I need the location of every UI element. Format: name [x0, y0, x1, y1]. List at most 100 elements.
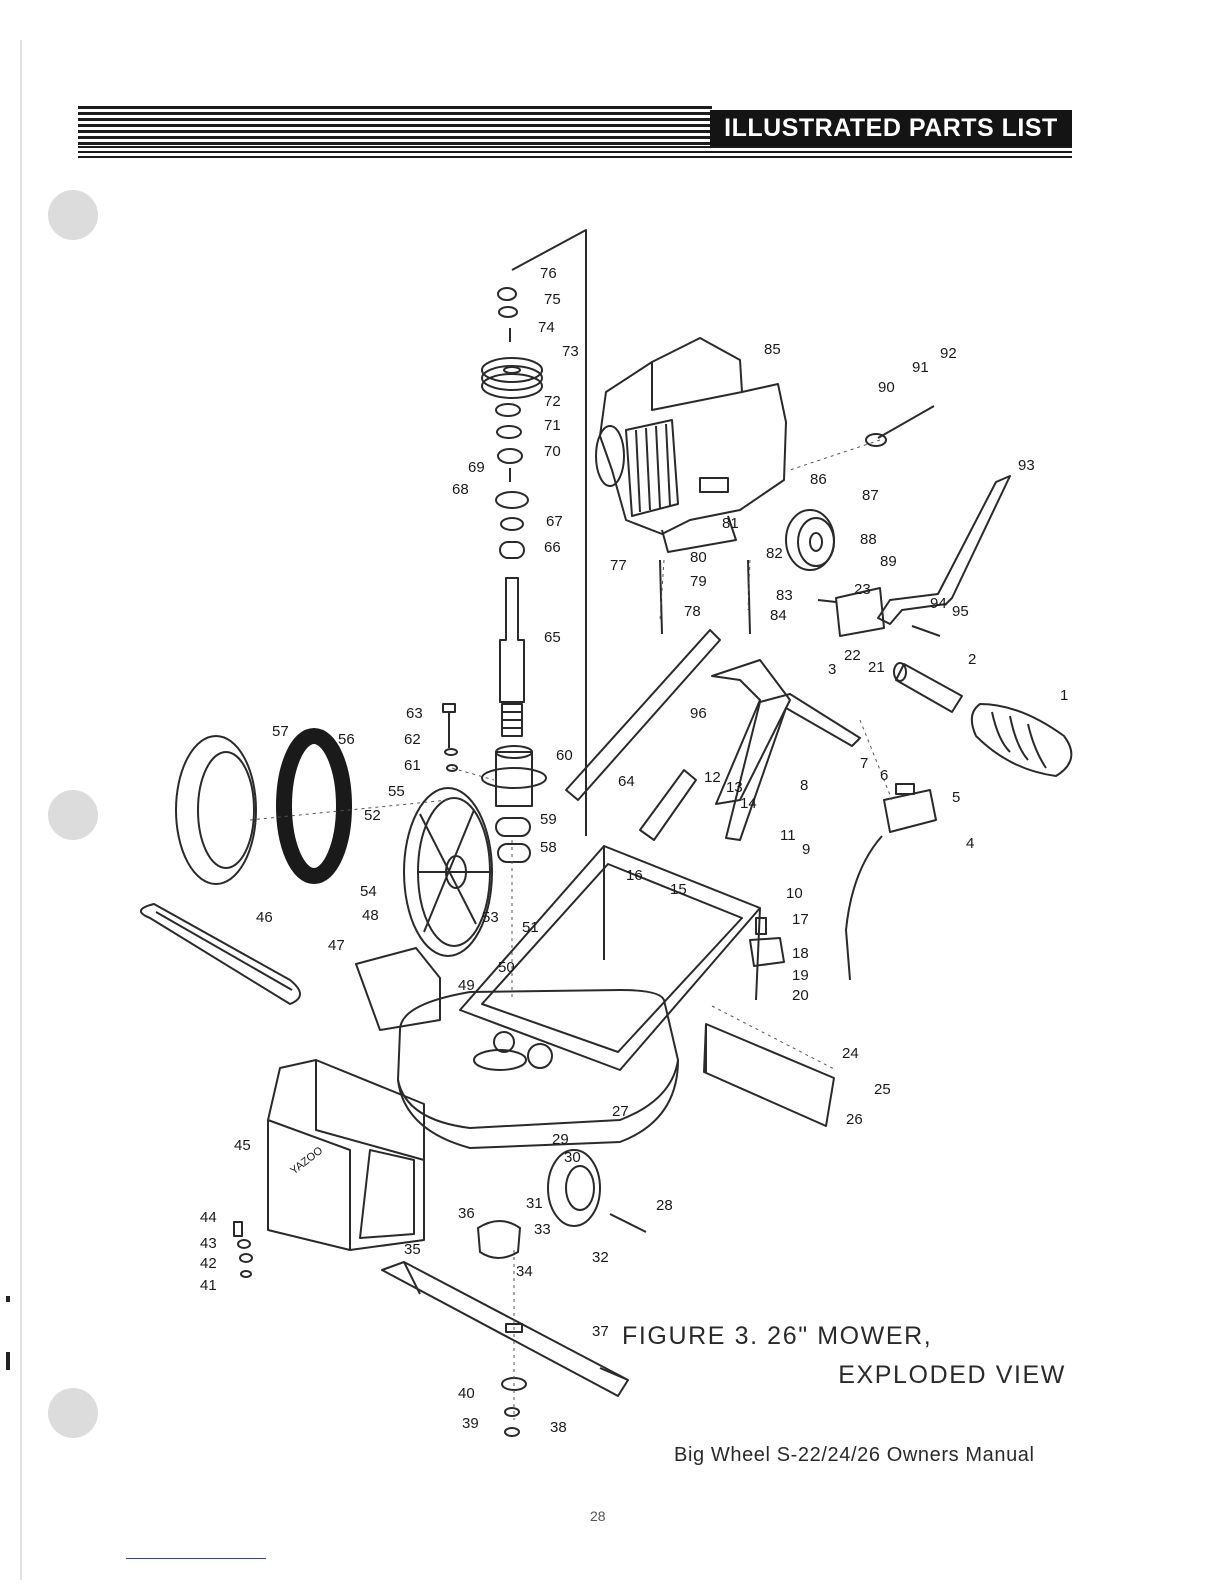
callout-label: 95: [952, 603, 969, 620]
edge-mark: [6, 1296, 10, 1302]
callout-label: 1: [1060, 687, 1068, 704]
callout-label: 45: [234, 1137, 251, 1154]
callout-label: 15: [670, 881, 687, 898]
callout-label: 54: [360, 883, 377, 900]
callout-label: 14: [740, 795, 757, 812]
callout-label: 38: [550, 1419, 567, 1436]
callout-label: 48: [362, 907, 379, 924]
callout-label: 70: [544, 443, 561, 460]
callout-label: 86: [810, 471, 827, 488]
bottom-rule: [126, 1558, 266, 1559]
callout-label: 33: [534, 1221, 551, 1238]
callout-label: 55: [388, 783, 405, 800]
callout-label: 29: [552, 1131, 569, 1148]
callout-label: 10: [786, 885, 803, 902]
callout-label: 71: [544, 417, 561, 434]
callout-label: 19: [792, 967, 809, 984]
callout-label: 31: [526, 1195, 543, 1212]
callout-labels: 1 2 3 4 5 6 7 8 9 10 11 12 13 14 15 16 1…: [200, 265, 1068, 1436]
deck-frame: [459, 845, 761, 1071]
callout-label: 22: [844, 647, 861, 664]
callout-label: 63: [406, 705, 423, 722]
drive-wheel: [403, 787, 493, 957]
callout-label: 47: [328, 937, 345, 954]
manual-title: Big Wheel S-22/24/26 Owners Manual: [674, 1444, 1035, 1466]
callout-label: 2: [968, 651, 976, 668]
page-margin-line: [20, 40, 22, 1580]
callout-label: 57: [272, 723, 289, 740]
callout-label: 23: [854, 581, 871, 598]
drive-belt: [140, 903, 301, 1005]
spindle-shaft: [499, 577, 525, 703]
front-roller: [547, 1149, 601, 1227]
callout-label: 84: [770, 607, 787, 624]
callout-label: 96: [690, 705, 707, 722]
callout-label: 32: [592, 1249, 609, 1266]
callout-label: 73: [562, 343, 579, 360]
handle-tube: [895, 663, 963, 713]
callout-label: 41: [200, 1277, 217, 1294]
handle-arm: [565, 629, 721, 801]
callout-label: 89: [880, 553, 897, 570]
rear-skid-plate: [703, 1023, 835, 1127]
chute-decal-text: YAZOO: [288, 1144, 325, 1177]
callout-label: 80: [690, 549, 707, 566]
callout-label: 52: [364, 807, 381, 824]
shaft-stack-bracket: [511, 229, 587, 836]
callout-label: 11: [780, 827, 796, 844]
punch-hole-middle: [48, 790, 98, 840]
blade-adapter: [477, 1220, 521, 1259]
callout-label: 93: [1018, 457, 1035, 474]
callout-label: 42: [200, 1255, 217, 1272]
pulley-73: [481, 357, 543, 383]
callout-label: 61: [404, 757, 421, 774]
callout-label: 94: [930, 595, 947, 612]
callout-label: 40: [458, 1385, 475, 1402]
callout-label: 58: [540, 839, 557, 856]
callout-label: 28: [656, 1197, 673, 1214]
callout-label: 13: [726, 779, 743, 796]
callout-label: 16: [626, 867, 643, 884]
page-number: 28: [590, 1508, 606, 1524]
callout-label: 68: [452, 481, 469, 498]
callout-label: 17: [792, 911, 809, 928]
callout-label: 24: [842, 1045, 859, 1062]
callout-label: 12: [704, 769, 721, 786]
callout-label: 56: [338, 731, 355, 748]
figure-caption-line-1: FIGURE 3. 26" MOWER,: [622, 1322, 933, 1350]
punch-hole-bottom: [48, 1388, 98, 1438]
callout-label: 64: [618, 773, 635, 790]
callout-label: 49: [458, 977, 475, 994]
callout-label: 72: [544, 393, 561, 410]
callout-label: 91: [912, 359, 929, 376]
callout-label: 37: [592, 1323, 609, 1340]
callout-label: 30: [564, 1149, 581, 1166]
callout-label: 3: [828, 661, 836, 678]
spindle-housing: [495, 751, 533, 807]
callout-label: 50: [498, 959, 515, 976]
callout-label: 43: [200, 1235, 217, 1252]
callout-label: 8: [800, 777, 808, 794]
discharge-chute: [267, 1059, 425, 1251]
punch-hole-top: [48, 190, 98, 240]
drive-ring-56: [276, 728, 352, 884]
callout-label: 7: [860, 755, 868, 772]
callout-label: 81: [722, 515, 739, 532]
callout-label: 36: [458, 1205, 475, 1222]
callout-label: 51: [522, 919, 539, 936]
callout-label: 35: [404, 1241, 421, 1258]
callout-label: 88: [860, 531, 877, 548]
callout-label: 4: [966, 835, 974, 852]
callout-label: 66: [544, 539, 561, 556]
callout-label: 44: [200, 1209, 217, 1226]
control-bracket: [883, 789, 937, 833]
callout-label: 59: [540, 811, 557, 828]
handle-grip: [970, 703, 1073, 777]
callout-label: 65: [544, 629, 561, 646]
callout-label: 85: [764, 341, 781, 358]
callout-label: 53: [482, 909, 499, 926]
wheel-tire: [175, 735, 257, 885]
callout-label: 92: [940, 345, 957, 362]
callout-label: 60: [556, 747, 573, 764]
callout-label: 39: [462, 1415, 479, 1432]
